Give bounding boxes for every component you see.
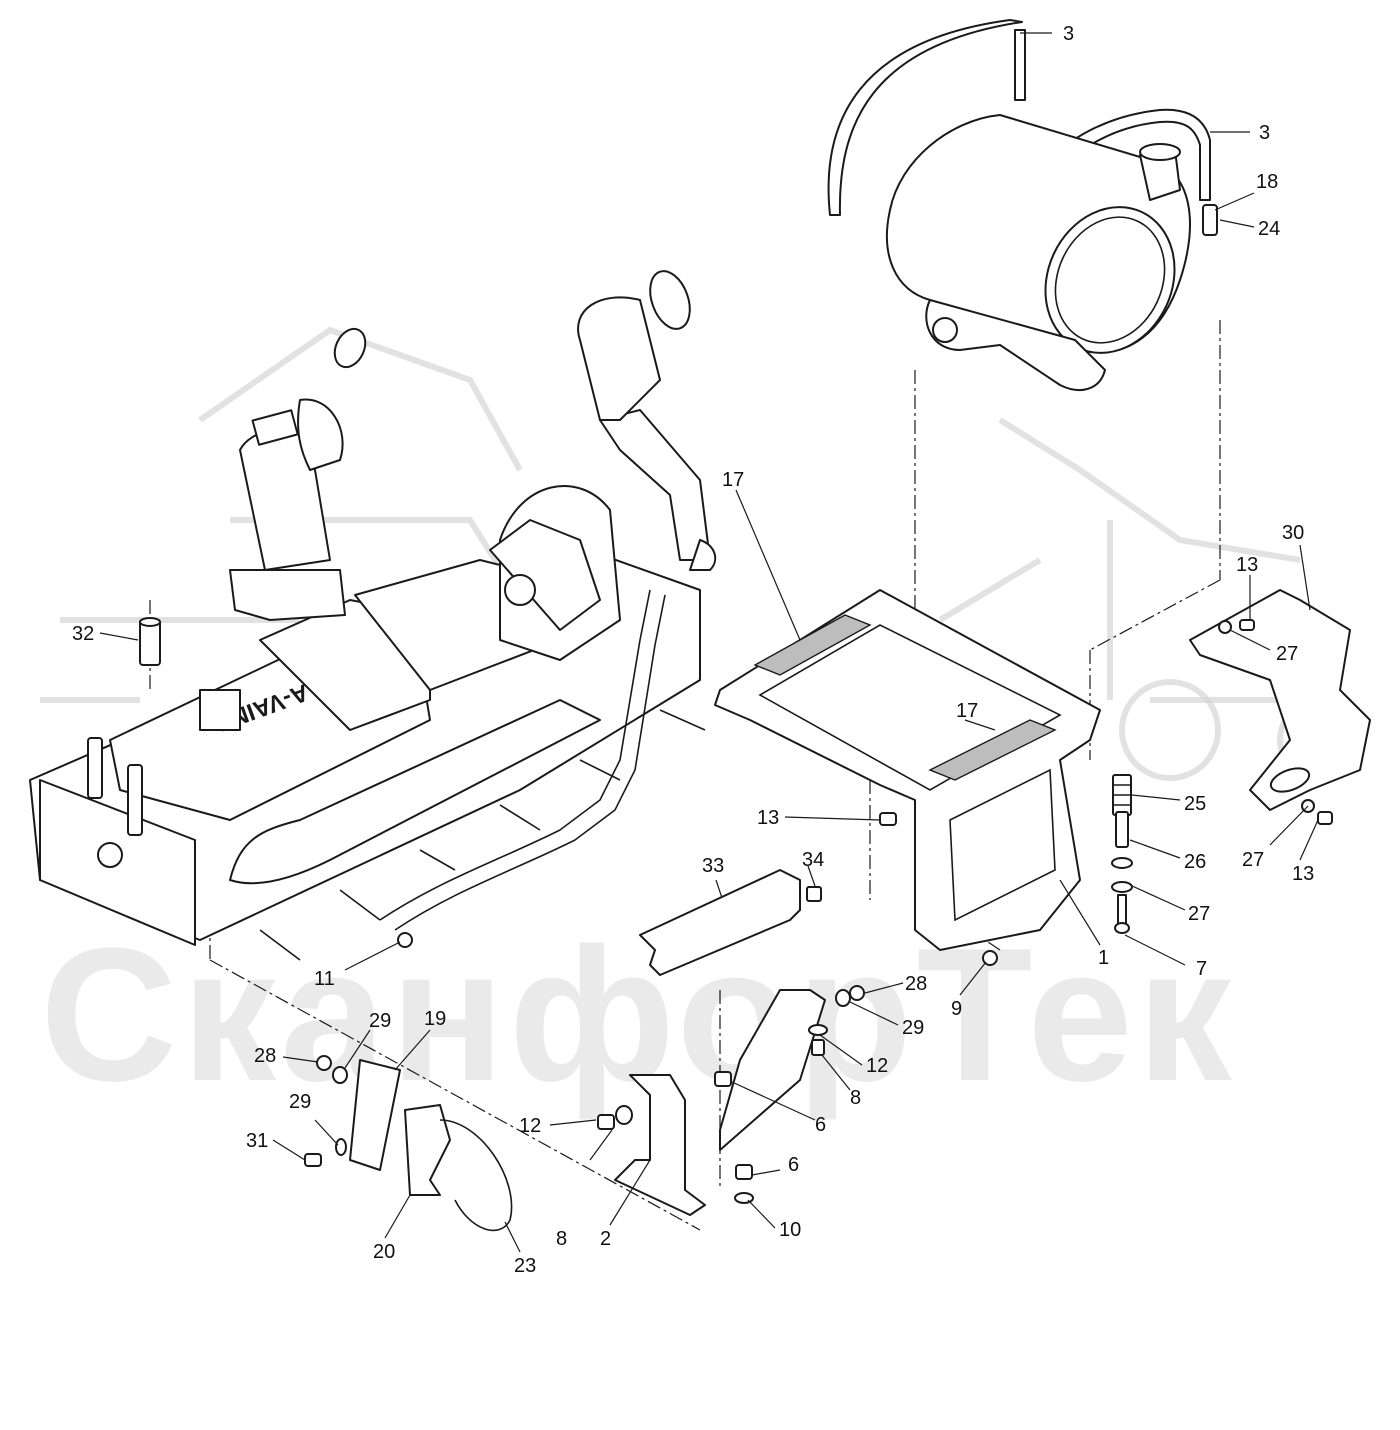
leader-lines (99, 32, 1319, 1253)
callout-c31: 31 (246, 1130, 268, 1152)
manifold-studs (259, 709, 706, 961)
bolt-13-b (879, 812, 897, 826)
callout-c13b: 13 (757, 807, 779, 829)
callout-c18: 18 (1256, 171, 1278, 193)
washer-12-b (615, 1105, 633, 1125)
sleeve-26 (1115, 811, 1129, 848)
callout-c11: 11 (314, 968, 335, 990)
watermark-text: СканфорТек (40, 909, 1236, 1121)
callout-c29a: 29 (369, 1010, 391, 1032)
washer-27-top (1218, 620, 1232, 634)
bolt-34 (806, 886, 822, 902)
bolt-13-c (1317, 811, 1333, 825)
callout-c8a: 8 (850, 1087, 861, 1109)
bolt-13-a (1239, 619, 1255, 631)
washer-27-a (1111, 857, 1133, 869)
callout-c27a: 27 (1276, 643, 1298, 665)
brackets-19-20-23 (304, 1055, 513, 1232)
bracket-20 (404, 1104, 451, 1196)
nut-9 (982, 950, 998, 966)
bolt-6-a (714, 1071, 732, 1087)
callout-c3a: 3 (1063, 23, 1074, 45)
strap-3-left (827, 19, 1023, 216)
mounting-frame-1 (714, 589, 1101, 951)
callout-c29b: 29 (902, 1017, 924, 1039)
callout-c27c: 27 (1242, 849, 1264, 871)
callout-c6a: 6 (815, 1114, 826, 1136)
callout-c24: 24 (1258, 218, 1280, 240)
callout-c23: 23 (514, 1255, 536, 1277)
callout-c1: 1 (1098, 947, 1109, 969)
callout-c3b: 3 (1259, 122, 1270, 144)
nut-28-b (316, 1055, 332, 1071)
muffler-inlet-pipe (925, 299, 1106, 391)
bolt-31 (304, 1153, 322, 1167)
muffler-assembly (827, 19, 1218, 391)
callout-c10: 10 (779, 1219, 801, 1241)
callout-c8b: 8 (556, 1228, 567, 1250)
callout-c2: 2 (600, 1228, 611, 1250)
callout-c32: 32 (72, 623, 94, 645)
pad-17-b (928, 719, 1057, 781)
callout-c12b: 12 (519, 1115, 541, 1137)
callout-c33: 33 (702, 855, 724, 877)
callout-c17a: 17 (722, 469, 744, 491)
intake-flange (229, 569, 346, 621)
washer-29-a (332, 1066, 348, 1084)
callout-c29c: 29 (289, 1091, 311, 1113)
callout-c28a: 28 (905, 973, 927, 995)
callout-c7: 7 (1196, 958, 1207, 980)
callout-c17b: 17 (956, 700, 978, 722)
callout-c13c: 13 (1292, 863, 1314, 885)
callout-c19: 19 (424, 1008, 446, 1030)
washer-27-b (1111, 881, 1133, 893)
callout-c28b: 28 (254, 1045, 276, 1067)
heat-shield-30 (1189, 589, 1371, 811)
washer-29-b (835, 989, 851, 1007)
strap-3-left-tab (1014, 29, 1026, 101)
bracket-33 (639, 869, 822, 976)
clamp-18-24 (1202, 204, 1218, 236)
callout-c9: 9 (951, 998, 962, 1020)
callout-c27b: 27 (1188, 903, 1210, 925)
turbo-outlet-pipe (599, 409, 711, 561)
clamp-23 (439, 1119, 513, 1232)
engine: A-VAINO (29, 270, 717, 961)
bracket-19 (349, 1059, 401, 1171)
callout-c12a: 12 (866, 1055, 888, 1077)
exhaust-manifold (229, 699, 601, 885)
bolt-8-b (597, 1114, 615, 1130)
turbo-outlet-flange (649, 270, 691, 330)
callout-c13a: 13 (1236, 554, 1258, 576)
nut-28-a (849, 985, 865, 1001)
bracket-center (719, 989, 828, 1151)
callout-c30: 30 (1282, 522, 1304, 544)
callout-c20: 20 (373, 1241, 395, 1263)
washer-11 (397, 932, 413, 948)
callout-c26: 26 (1184, 851, 1206, 873)
washer-10 (734, 1192, 754, 1204)
washer-29-c (335, 1138, 347, 1156)
callout-c6b: 6 (788, 1154, 799, 1176)
callout-c25: 25 (1184, 793, 1206, 815)
callout-c34: 34 (802, 849, 824, 871)
bolt-7 (1117, 894, 1127, 926)
pad-17-a (753, 614, 872, 676)
spring-stack (1111, 774, 1133, 934)
bolt-6-b (735, 1164, 753, 1180)
